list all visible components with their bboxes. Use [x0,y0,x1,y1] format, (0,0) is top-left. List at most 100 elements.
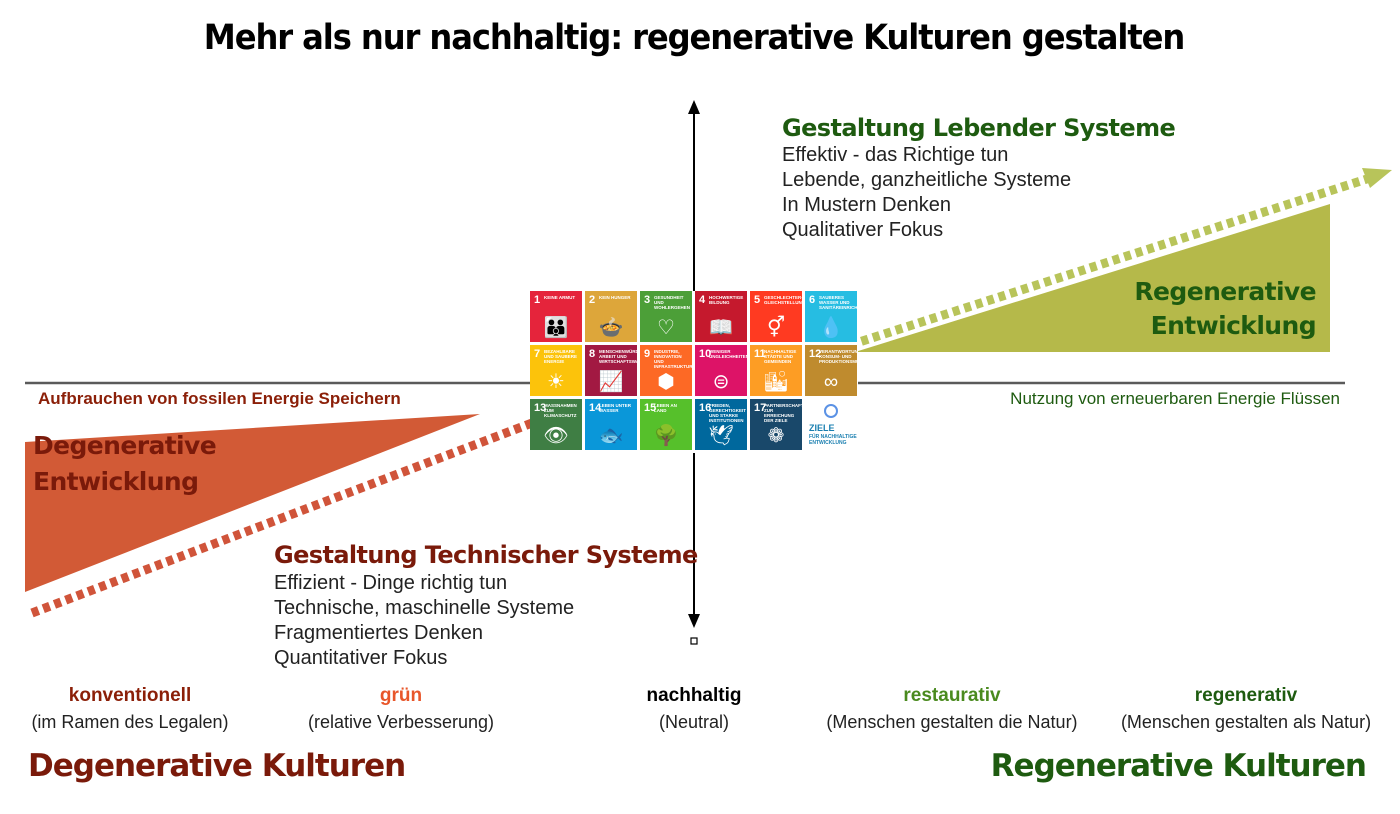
sdg-number: 12 [809,348,822,360]
sdg-text: Leben an Land [654,403,677,413]
sdg-text: Weniger Ungleichheiten [709,349,747,359]
sdg-tile: 3Gesundheit und Wohlergehen ♡ [640,291,692,342]
sdg-text: Massnahmen zum Klimaschutz [544,403,577,418]
sdg-text: Kein Hunger [599,295,631,300]
degenerative-development-line: Entwicklung [33,467,199,496]
sdg-tile: 10Weniger Ungleichheiten ⊜ [695,345,747,396]
regenerative-cultures-label: Regenerative Kulturen [990,748,1367,784]
sdg-number: 15 [644,402,657,414]
living-systems-title: Gestaltung Lebender Systeme [782,114,1176,142]
rings-icon: ❁ [767,425,785,447]
technical-systems-line: Quantitativer Fokus [274,647,448,669]
sdg-text: Gesundheit und Wohlergehen [654,295,690,310]
regenerative-development-line: Entwicklung [1150,311,1317,340]
technical-systems-line: Technische, maschinelle Systeme [274,597,575,619]
technical-systems-list: Effizient - Dinge richtig tun Technische… [274,571,574,671]
sdg-tile: 1Keine Armut 👪 [530,291,582,342]
sdg-text: Hochwertige Bildung [709,295,744,305]
sdg-number: 16 [699,402,712,414]
book-icon: 📖 [708,317,734,339]
fish-icon: 🐟 [598,425,624,447]
regenerative-development-line: Regenerative [1134,277,1316,306]
dove-icon: 🕊 [708,425,734,447]
sdg-tile: 9Industrie, Innovation und Infrastruktur… [640,345,692,396]
fossil-energy-label: Aufbrauchen von fossilen Energie Speiche… [38,389,401,408]
living-systems-line: In Mustern Denken [782,194,951,216]
degenerative-dashed-trend [30,415,542,618]
technical-systems-line: Effizient - Dinge richtig tun [274,572,508,594]
sdg-number: 14 [589,402,602,414]
city-icon: 🏙 [763,371,789,393]
sdg-tile: 11Nachhaltige Städte und Gemeinden🏙 [750,345,802,396]
sdg-tile: 7Bezahlbare und saubere Energie ☀ [530,345,582,396]
sdg-text: Leben unter Wasser [599,403,632,413]
cubes-icon: ⬢ [657,371,675,393]
sdg-text: Partnerschaften zur Erreichung der Ziele [764,403,802,423]
sdg-tile: 17Partnerschaften zur Erreichung der Zie… [750,399,802,450]
scale-name-regenerativ: regenerativ [1194,685,1298,706]
sdg-text: Keine Armut [544,295,576,300]
scale-desc-konventionell: (im Ramen des Legalen) [31,712,229,732]
sdg-tile: 5Geschlechter-gleichstellung ⚥ [750,291,802,342]
vertical-axis-arrow-up [688,100,700,114]
degenerative-development-line: Degenerative [33,431,217,460]
sdg-tile: 13Massnahmen zum Klimaschutz 👁 [530,399,582,450]
sdg-text: Bezahlbare und saubere Energie [544,349,578,364]
sun-icon: ☀ [547,371,565,393]
technical-systems-line: Fragmentiertes Denken [274,622,483,644]
sdg-text: Geschlechter-gleichstellung [764,295,802,305]
living-systems-list: Effektiv - das Richtige tun Lebende, gan… [782,143,1071,243]
technical-systems-title: Gestaltung Technischer Systeme [274,541,698,569]
sdg-number: 3 [644,294,651,306]
scale-name-konventionell: konventionell [68,685,192,706]
sdg-number: 2 [589,294,596,306]
sdg-text: Industrie, Innovation und Infrastruktur [654,349,692,369]
sdg-number: 7 [534,348,541,360]
sdg-number: 10 [699,348,712,360]
sdg-number: 17 [754,402,767,414]
sdg-number: 4 [699,294,706,306]
sdg-tile: 2Kein Hunger 🍲 [585,291,637,342]
sdg-goals-grid: 1Keine Armut 👪 2Kein Hunger 🍲 3Gesundheit … [530,291,858,453]
sdg-tile: 8Menschenwürdige Arbeit und Wirtschaftsw… [585,345,637,396]
living-systems-line: Lebende, ganzheitliche Systeme [782,169,1072,191]
scale-name-nachhaltig: nachhaltig [646,685,742,706]
family-icon: 👪 [543,317,569,339]
regenerative-arrow-head [1362,168,1392,188]
sdg-number: 8 [589,348,596,360]
vertical-axis-arrow-down [688,614,700,628]
degenerative-cultures-label: Degenerative Kulturen [28,748,406,784]
living-systems-line: Qualitativer Fokus [782,219,944,241]
gender-equality-icon: ⚥ [766,317,786,339]
sdg-number: 5 [754,294,761,306]
sdg-text: Verantwortungsvolle Konsum- und Produkti… [819,349,857,364]
degenerative-development-label: Degenerative Entwicklung [33,428,217,500]
bowl-icon: 🍲 [598,317,624,339]
sdg-text: Sauberes Wasser und Sanitäreinrichtungen [819,295,857,310]
degenerative-wedge [25,414,480,592]
sdg-number: 13 [534,402,547,414]
tree-icon: 🌳 [653,425,679,447]
sdg-logo-title: ZIELE [809,423,835,433]
heartbeat-icon: ♡ [657,317,675,339]
scale-desc-regenerativ: (Menschen gestalten als Natur) [1120,712,1372,732]
sdg-text: Nachhaltige Städte und Gemeinden [764,349,797,364]
scale-name-restaurativ: restaurativ [903,685,1001,706]
scale-name-gruen: grün [379,685,423,706]
sdg-number: 6 [809,294,816,306]
sdg-number: 1 [534,294,541,306]
growth-chart-icon: 📈 [598,371,624,393]
sdg-tile: 6Sauberes Wasser und Sanitäreinrichtunge… [805,291,857,342]
sdg-tile: 4Hochwertige Bildung 📖 [695,291,747,342]
un-globe-icon [824,404,838,418]
sdg-number: 9 [644,348,651,360]
eye-globe-icon: 👁 [543,425,569,447]
sdg-logo-tile: ZIELE FÜR NACHHALTIGE ENTWICKLUNG [805,399,857,450]
equality-icon: ⊜ [712,371,730,393]
sdg-tile: 15Leben an Land 🌳 [640,399,692,450]
page-title: Mehr als nur nachhaltig: regenerative Ku… [203,18,1186,58]
axis-end-handle [690,637,698,645]
scale-desc-restaurativ: (Menschen gestalten die Natur) [826,712,1078,732]
renewable-energy-label: Nutzung von erneuerbaren Energie Flüssen [1010,389,1340,408]
